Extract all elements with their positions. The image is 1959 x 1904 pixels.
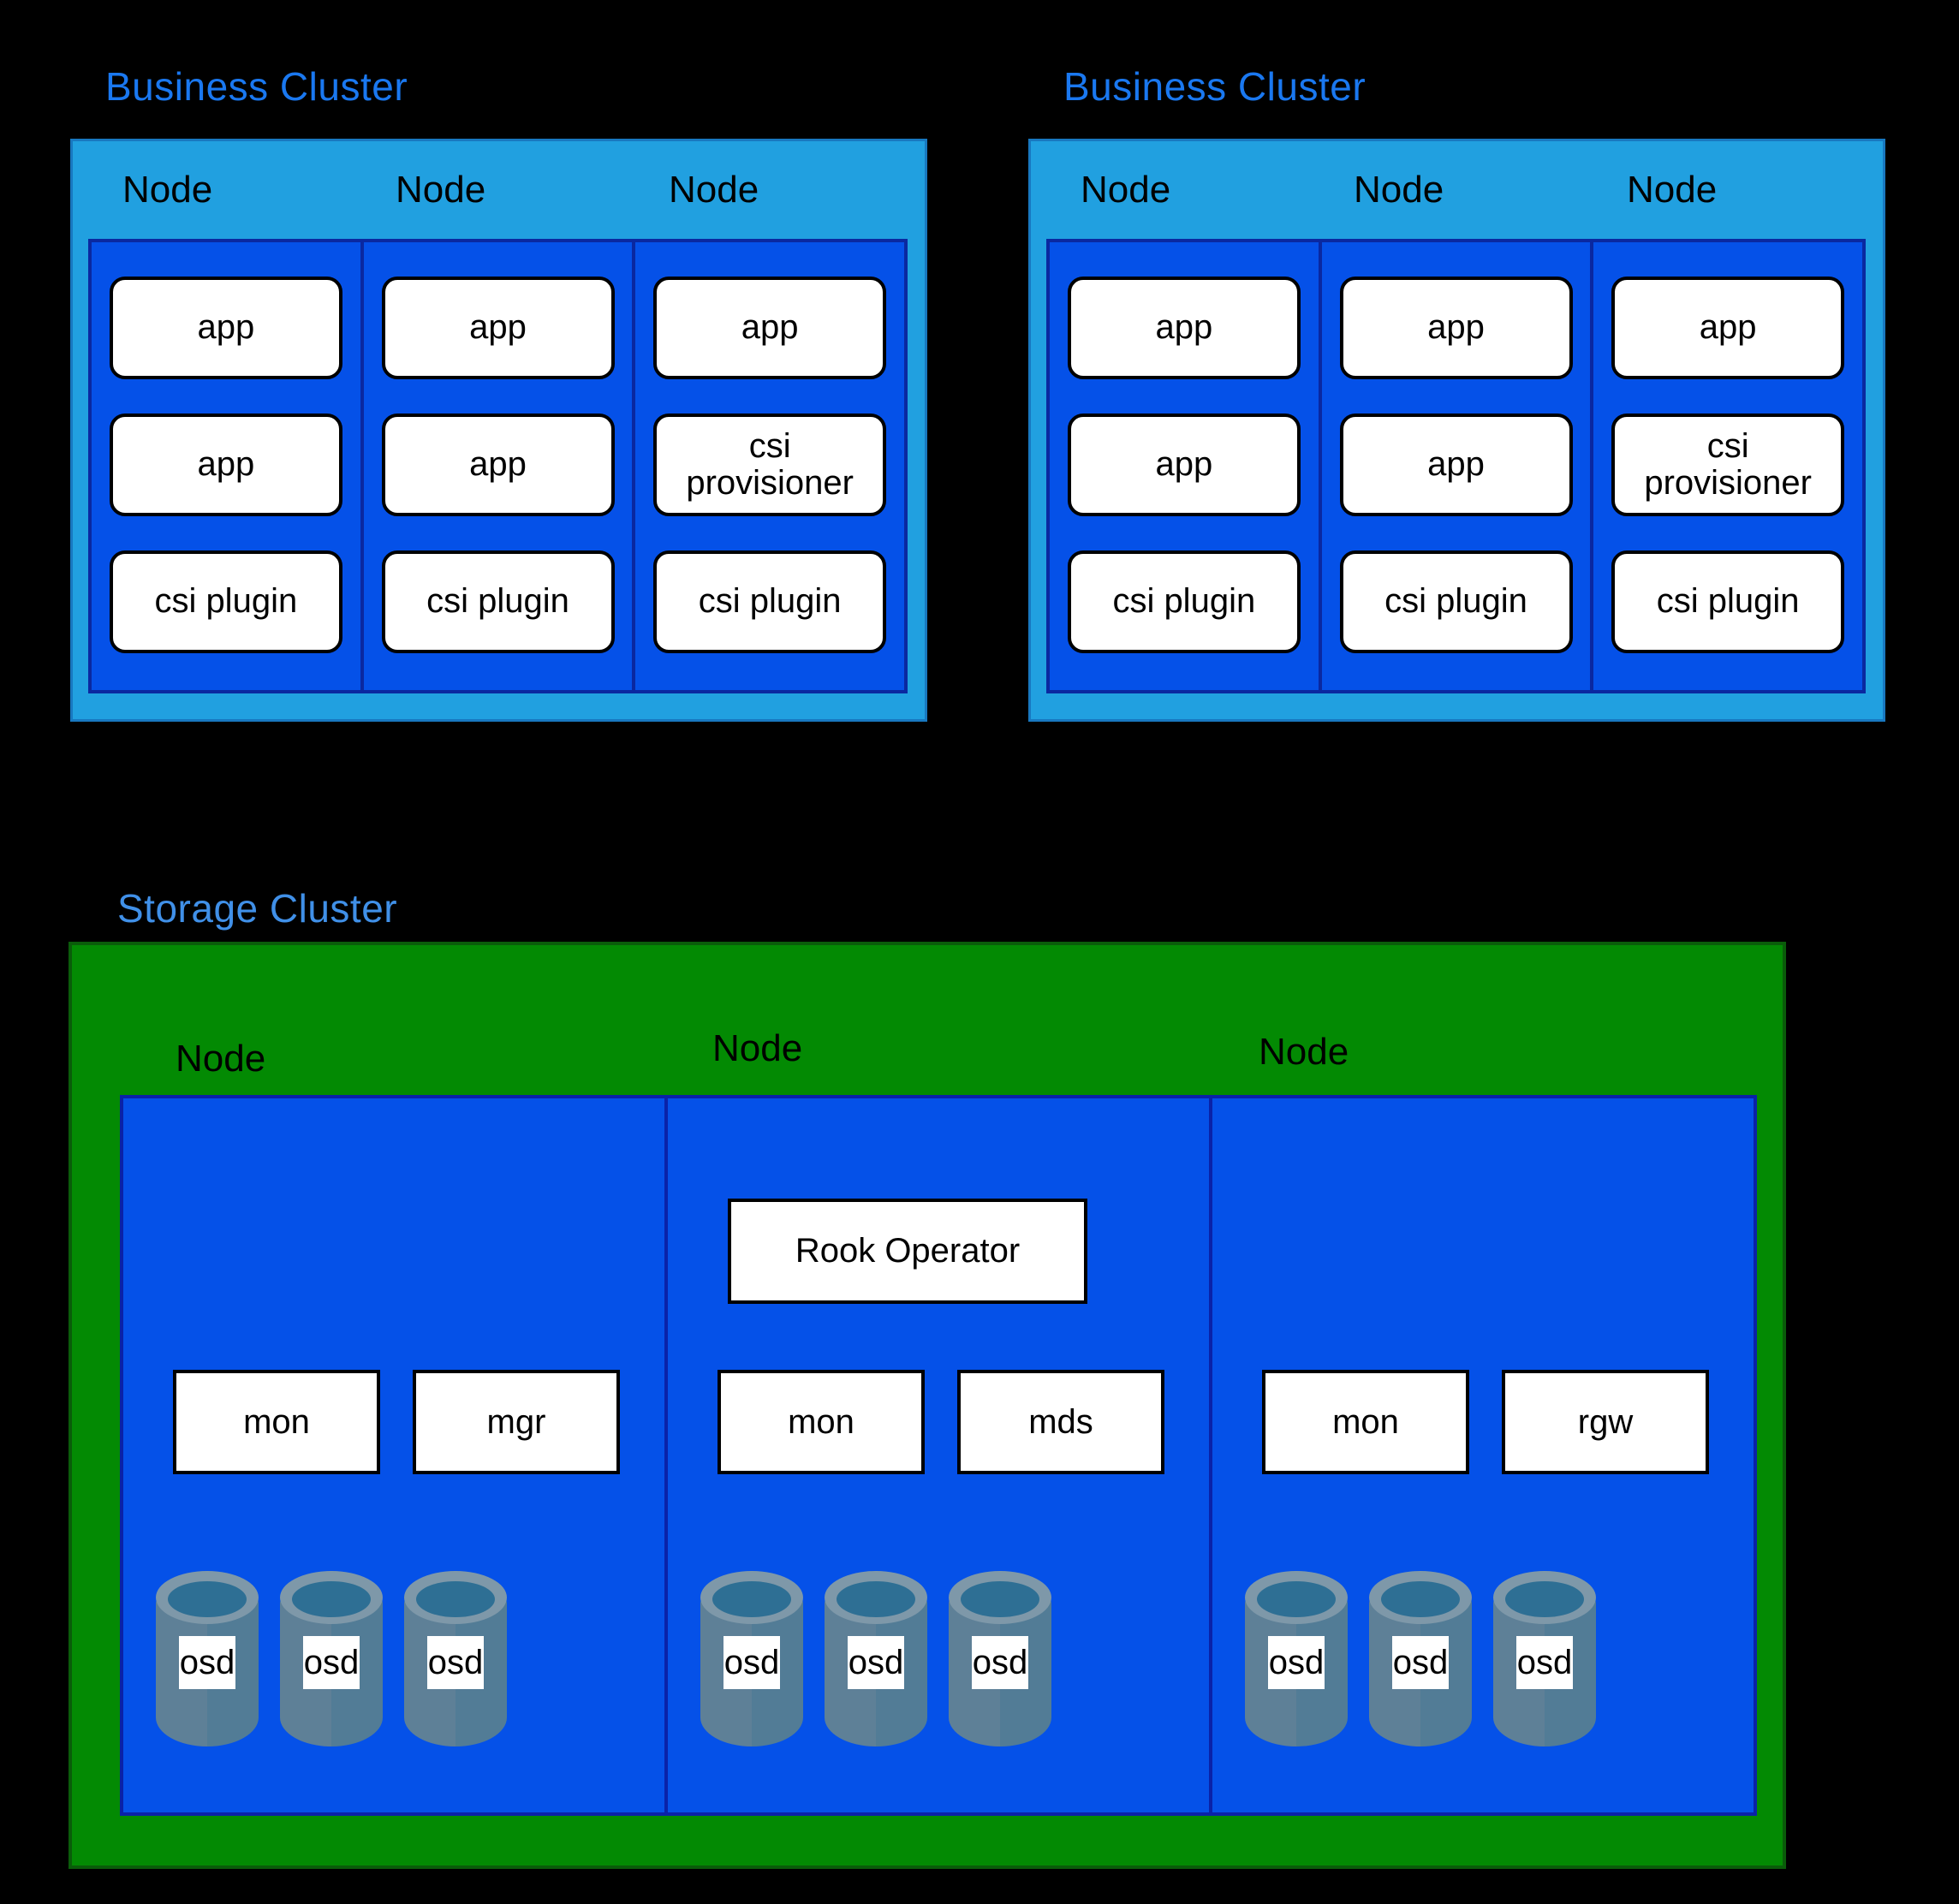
node-label: Node [669, 169, 759, 211]
node-column: app csi provisioner csi plugin [1593, 242, 1862, 690]
osd-cylinder-icon: osd [1493, 1571, 1596, 1746]
pod-box: app [381, 277, 615, 379]
cylinder-opening [168, 1581, 247, 1617]
cylinder-opening [416, 1581, 495, 1617]
pod-box: csi plugin [1611, 550, 1845, 653]
cylinder-opening [837, 1581, 915, 1617]
osd-cylinder-icon: osd [1369, 1571, 1472, 1746]
osd-label: osd [179, 1636, 235, 1689]
service-box: rgw [1502, 1370, 1709, 1474]
cylinder-opening [1381, 1581, 1460, 1617]
pod-box: csi plugin [381, 550, 615, 653]
osd-row: osd osd osd [668, 1571, 1209, 1746]
pod-box: app [653, 277, 887, 379]
node-header-row: Node Node Node [1046, 141, 1866, 239]
osd-label: osd [972, 1636, 1028, 1689]
pod-box: app [109, 414, 342, 516]
osd-cylinder-icon: osd [949, 1571, 1051, 1746]
osd-cylinder-icon: osd [280, 1571, 383, 1746]
node-column: app app csi plugin [92, 242, 364, 690]
storage-cluster-title: Storage Cluster [117, 886, 398, 931]
pod-box: app [1339, 277, 1573, 379]
osd-row: osd osd osd [1212, 1571, 1754, 1746]
osd-row: osd osd osd [123, 1571, 664, 1746]
osd-cylinder-icon: osd [1245, 1571, 1348, 1746]
service-box: mon [1262, 1370, 1469, 1474]
osd-cylinder-icon: osd [825, 1571, 927, 1746]
node-label: Node [1259, 1031, 1349, 1073]
business-cluster-1-title: Business Cluster [105, 64, 408, 109]
node-column: app app csi plugin [364, 242, 636, 690]
pod-box: csi plugin [1067, 550, 1301, 653]
node-column: app app csi plugin [1322, 242, 1594, 690]
node-label: Node [396, 169, 486, 211]
pod-box: app [1067, 277, 1301, 379]
node-label: Node [1627, 169, 1718, 211]
cylinder-opening [712, 1581, 791, 1617]
pod-box: csi provisioner [653, 414, 887, 516]
service-box: mds [957, 1370, 1164, 1474]
osd-label: osd [1268, 1636, 1325, 1689]
node-header-row: Node Node Node [88, 141, 908, 239]
pod-box: app [1339, 414, 1573, 516]
service-box: mon [173, 1370, 380, 1474]
node-label: Node [176, 1038, 266, 1080]
pod-box: app [1611, 277, 1845, 379]
pod-box: csi plugin [653, 550, 887, 653]
osd-cylinder-icon: osd [156, 1571, 259, 1746]
node-column: app app csi plugin [1050, 242, 1322, 690]
rook-operator-box: Rook Operator [728, 1199, 1087, 1304]
pod-box: csi plugin [109, 550, 342, 653]
osd-label: osd [848, 1636, 904, 1689]
osd-label: osd [303, 1636, 360, 1689]
osd-label: osd [1516, 1636, 1573, 1689]
pod-box: csi plugin [1339, 550, 1573, 653]
osd-cylinder-icon: osd [700, 1571, 803, 1746]
pod-box: app [381, 414, 615, 516]
node-label: Node [1081, 169, 1171, 211]
node-label: Node [122, 169, 213, 211]
osd-label: osd [1392, 1636, 1449, 1689]
osd-label: osd [723, 1636, 780, 1689]
business-cluster-2-title: Business Cluster [1063, 64, 1367, 109]
cylinder-opening [961, 1581, 1039, 1617]
node-label: Node [712, 1027, 803, 1069]
pod-box: app [109, 277, 342, 379]
cylinder-opening [1257, 1581, 1336, 1617]
osd-label: osd [427, 1636, 484, 1689]
service-box: mgr [413, 1370, 620, 1474]
cylinder-opening [292, 1581, 371, 1617]
node-column: app csi provisioner csi plugin [635, 242, 904, 690]
osd-cylinder-icon: osd [404, 1571, 507, 1746]
service-box: mon [718, 1370, 925, 1474]
node-label: Node [1354, 169, 1444, 211]
pod-box: app [1067, 414, 1301, 516]
pod-box: csi provisioner [1611, 414, 1845, 516]
cylinder-opening [1505, 1581, 1584, 1617]
